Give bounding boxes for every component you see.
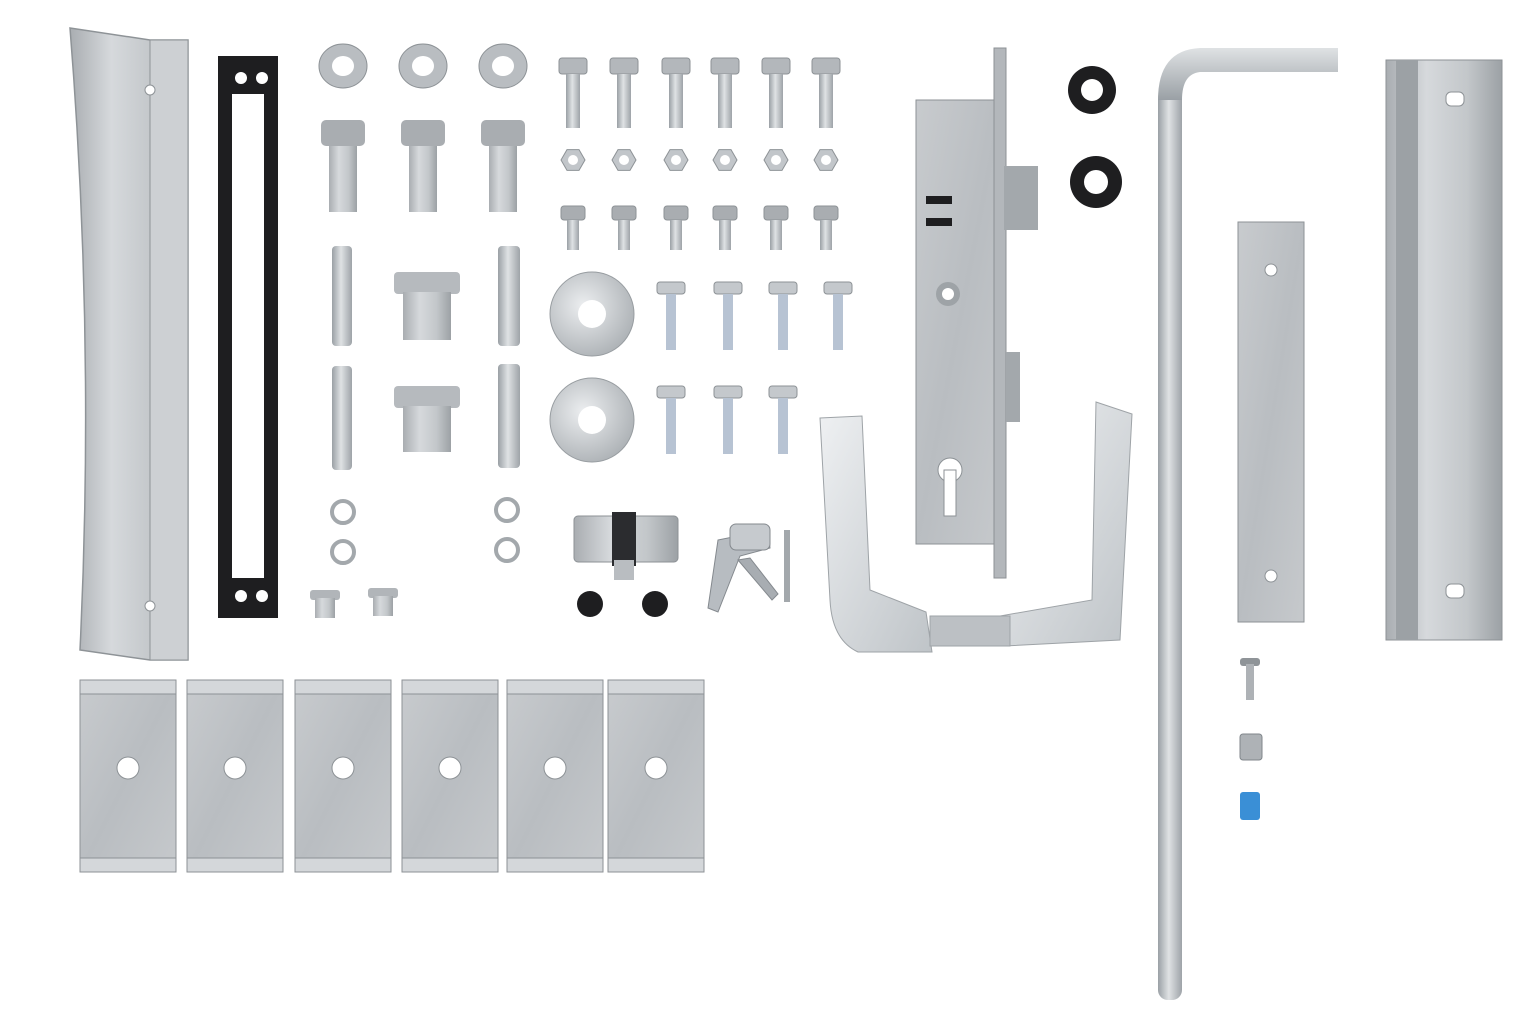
hex-bolt <box>761 57 791 128</box>
self-tapping-screw <box>823 281 853 350</box>
self-tapping-screw <box>768 385 798 454</box>
bushing <box>394 272 460 340</box>
short-bolt <box>763 205 789 250</box>
hex-bolts-row <box>558 57 841 128</box>
mounting-plate <box>79 679 177 873</box>
large-washers <box>549 271 635 463</box>
mortise-lock-body <box>915 47 1038 579</box>
strike-plate <box>1237 221 1305 623</box>
keys <box>707 523 790 613</box>
hex-bolt <box>710 57 740 128</box>
self-tapping-screw <box>768 281 798 350</box>
small-screw <box>1240 658 1260 700</box>
end-channel-right <box>1385 59 1503 641</box>
hex-nuts-row <box>560 149 839 171</box>
self-tapping-screw <box>713 281 743 350</box>
mounting-plates <box>79 679 705 873</box>
short-bolts-row <box>560 205 839 250</box>
self-tapping-screw <box>656 281 686 350</box>
hex-nut <box>712 149 738 171</box>
hex-nut <box>663 149 689 171</box>
hex-bolt <box>609 57 639 128</box>
hex-bolt <box>558 57 588 128</box>
grey-insert <box>1239 733 1263 761</box>
short-bolt <box>611 205 637 250</box>
pin <box>332 246 352 346</box>
self-tapping-screws <box>656 281 853 454</box>
lever-handles <box>819 401 1133 653</box>
threaded-pin <box>498 246 520 346</box>
mounting-plate <box>506 679 604 873</box>
eye-bolt <box>478 43 528 212</box>
mounting-plate <box>607 679 705 873</box>
eye-bolt <box>318 43 368 212</box>
hex-nut <box>813 149 839 171</box>
short-bolt <box>560 205 586 250</box>
black-caps <box>577 591 668 617</box>
mounting-plate <box>294 679 392 873</box>
bushing <box>394 386 460 452</box>
o-rings <box>1068 66 1122 208</box>
self-tapping-screw <box>713 385 743 454</box>
eye-bolt <box>398 43 448 212</box>
euro-cylinder-lock <box>573 512 679 580</box>
short-bolt <box>712 205 738 250</box>
hex-bolt <box>661 57 691 128</box>
short-bolt <box>663 205 689 250</box>
self-tapping-screw <box>656 385 686 454</box>
rivet-nuts <box>310 588 398 618</box>
hex-nut <box>611 149 637 171</box>
hex-nut <box>763 149 789 171</box>
threaded-pin <box>498 364 520 468</box>
short-bolt <box>813 205 839 250</box>
hex-nut <box>560 149 586 171</box>
split-rings <box>330 497 520 565</box>
mounting-plate <box>401 679 499 873</box>
pins-and-bushings <box>332 246 520 470</box>
l-drop-rod <box>1158 48 1338 1000</box>
rubber-gasket-frame <box>218 56 278 618</box>
mounting-plate <box>186 679 284 873</box>
eye-bolts <box>318 43 528 212</box>
blue-insert <box>1240 792 1260 820</box>
hex-bolt <box>811 57 841 128</box>
hinge-channel-left <box>69 27 189 661</box>
pin <box>332 366 352 470</box>
